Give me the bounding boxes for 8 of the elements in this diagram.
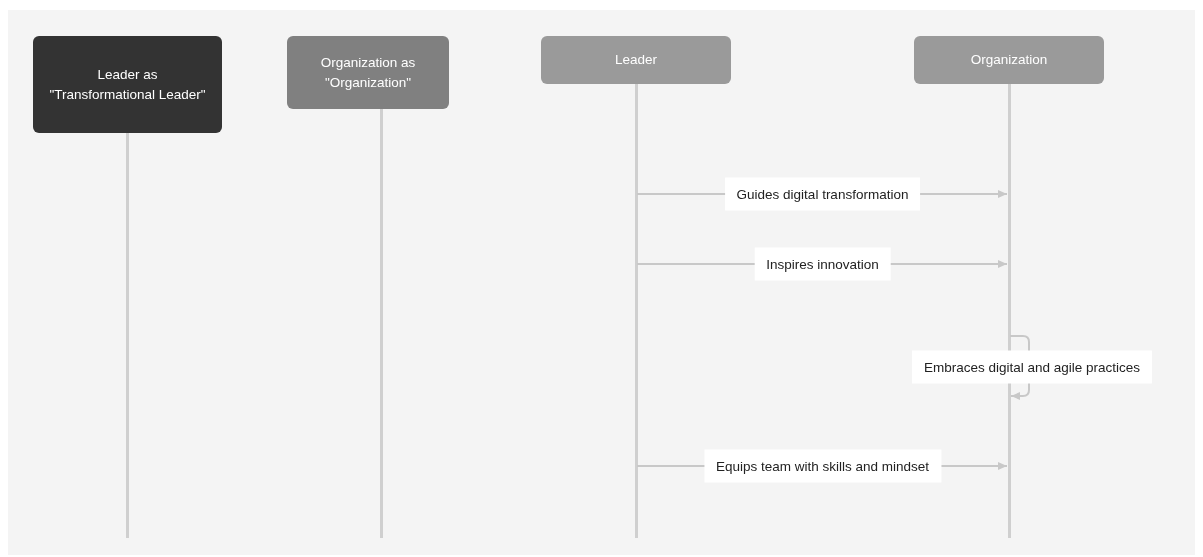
participant-box: Leader as "Transformational Leader" (33, 36, 222, 133)
edge-label: Guides digital transformation (724, 177, 921, 211)
participant-box: Organization as "Organization" (287, 36, 449, 109)
participant-box: Organization (914, 36, 1104, 84)
participant-box: Leader (541, 36, 731, 84)
edge-label: Inspires innovation (754, 247, 891, 281)
edge-label: Embraces digital and agile practices (911, 350, 1153, 384)
edge-label: Equips team with skills and mindset (703, 449, 942, 483)
